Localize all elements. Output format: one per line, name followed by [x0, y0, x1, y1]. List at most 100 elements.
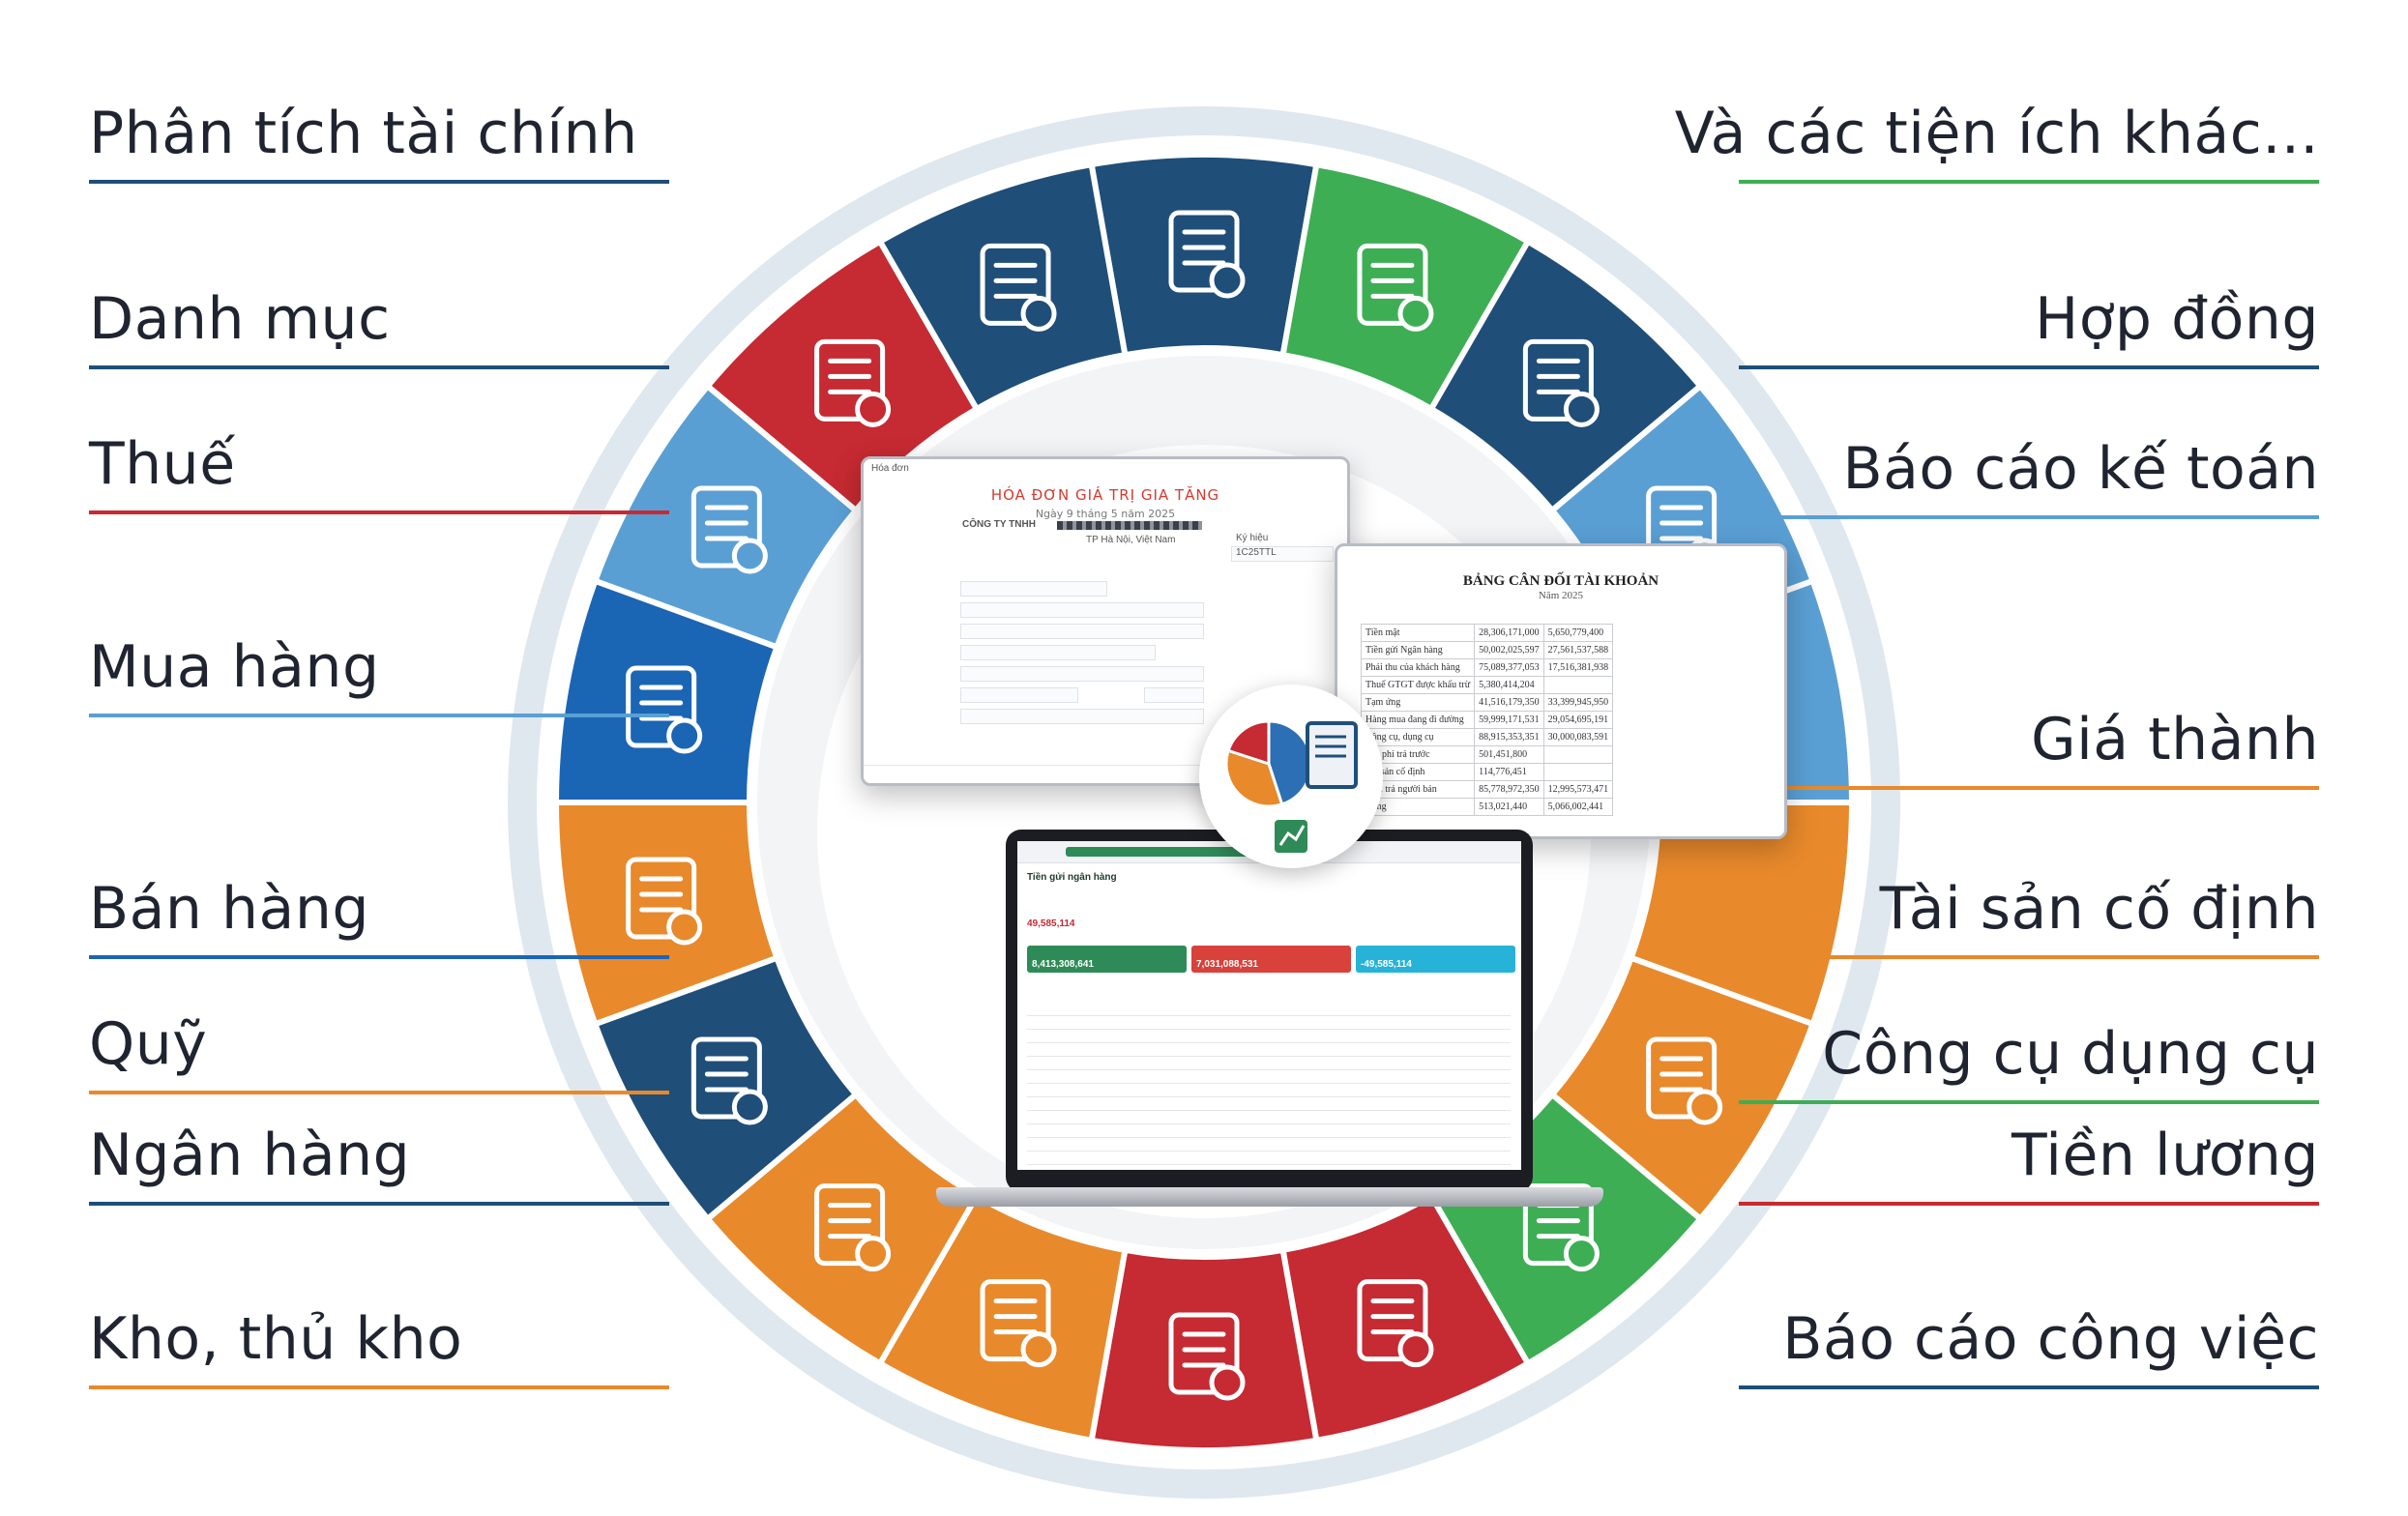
table-cell	[1542, 763, 1614, 781]
label-underline	[89, 1202, 669, 1206]
label-quy: Quỹ	[89, 1010, 208, 1078]
table-cell: 513,021,440	[1474, 798, 1544, 816]
list-item[interactable]	[1027, 1033, 1511, 1043]
label-underline	[89, 180, 669, 184]
invoice-field[interactable]	[960, 666, 1204, 682]
key-icon	[1646, 1036, 1723, 1125]
label-underline	[1739, 365, 2319, 369]
table-cell: 17,516,381,938	[1542, 658, 1614, 677]
warehouse-icon	[980, 1279, 1057, 1368]
label-tien-ich-khac: Và các tiện ích khác...	[1674, 100, 2319, 167]
shopping-cart-icon	[690, 485, 768, 574]
summary-card-value: -49,585,114	[1361, 959, 1412, 970]
label-tai-san-co-dinh: Tài sản cố định	[1879, 875, 2319, 943]
label-tien-luong: Tiền lương	[2011, 1122, 2319, 1189]
table-cell: 28,306,171,000	[1474, 624, 1544, 642]
etax-document-icon	[980, 243, 1057, 332]
invoice-field[interactable]	[960, 645, 1156, 660]
invoice-date: Ngày 9 tháng 5 năm 2025	[1035, 508, 1176, 520]
table-cell	[1542, 745, 1614, 764]
report-hub	[1199, 685, 1383, 868]
balance-sheet-title: BẢNG CÂN ĐỐI TÀI KHOẢN	[1462, 573, 1659, 589]
invoice-field[interactable]	[960, 624, 1204, 639]
table-cell: Phải thu của khách hàng	[1360, 658, 1476, 677]
list-item[interactable]	[1027, 1060, 1511, 1070]
document-check-icon	[1168, 1312, 1246, 1401]
table-cell: 27,561,537,588	[1542, 641, 1614, 659]
tax-document-icon	[814, 338, 892, 427]
redacted-bar	[1057, 521, 1202, 530]
summary-card-value: 8,413,308,641	[1032, 959, 1094, 970]
label-underline	[89, 955, 669, 959]
summary-card-green[interactable]: 8,413,308,641	[1027, 946, 1187, 973]
label-underline	[1739, 1100, 2319, 1104]
summary-card-red[interactable]: 7,031,088,531	[1191, 946, 1351, 973]
list-item[interactable]	[1027, 1127, 1511, 1138]
piggy-bank-icon	[626, 857, 703, 946]
label-underline	[1739, 1385, 2319, 1389]
label-danh-muc: Danh mục	[89, 285, 391, 353]
invoice-title: HÓA ĐƠN GIÁ TRỊ GIA TĂNG	[990, 486, 1220, 504]
invoice-field[interactable]	[960, 709, 1204, 724]
invoice-address: TP Hà Nội, Việt Nam	[1086, 535, 1176, 545]
table-cell: 33,399,945,950	[1542, 693, 1614, 712]
list-item[interactable]	[1027, 1141, 1511, 1152]
label-ban-hang: Bán hàng	[89, 875, 369, 943]
wheel-segment	[1088, 152, 1320, 359]
bank-safe-icon	[690, 1036, 768, 1125]
summary-card-cyan[interactable]: -49,585,114	[1356, 946, 1515, 973]
label-underline	[1739, 955, 2319, 959]
list-item[interactable]	[1027, 1073, 1511, 1084]
checklist-icon	[1168, 210, 1246, 299]
contract-pen-icon	[1522, 338, 1600, 427]
table-cell: 75,089,377,053	[1474, 658, 1544, 677]
label-cong-cu-dung-cu: Công cụ dụng cụ	[1822, 1020, 2319, 1088]
list-item[interactable]	[1027, 1114, 1511, 1124]
list-item[interactable]	[1027, 1087, 1511, 1097]
list-item[interactable]	[1027, 1019, 1511, 1030]
building-safe-icon	[1357, 1279, 1434, 1368]
table-cell	[1542, 676, 1614, 694]
label-underline	[89, 365, 669, 369]
table-cell: 5,066,002,441	[1542, 798, 1614, 816]
hub-graphic	[1224, 719, 1358, 853]
wheel-segment	[875, 160, 1129, 414]
invoice-field[interactable]	[960, 602, 1204, 618]
label-underline	[1739, 180, 2319, 184]
list-item[interactable]	[1027, 1100, 1511, 1111]
bank-page-title: Tiền gửi ngân hàng	[1027, 872, 1117, 883]
invoice-symbol-select[interactable]: 1C25TTL	[1231, 546, 1334, 562]
label-underline	[89, 510, 669, 514]
label-bao-cao-ke-toan: Báo cáo kế toán	[1842, 435, 2319, 503]
label-mua-hang: Mua hàng	[89, 633, 380, 701]
label-underline	[1739, 786, 2319, 790]
balance-sheet-subtitle: Năm 2025	[1538, 590, 1584, 601]
list-item[interactable]	[1027, 1006, 1511, 1016]
table-cell: Tiền gửi Ngân hàng	[1360, 641, 1476, 659]
table-cell: 30,000,083,591	[1542, 728, 1614, 746]
bank-app-screen: Tiền gửi ngân hàng 49,585,114 8,413,308,…	[1017, 841, 1521, 1170]
table-cell: 114,776,451	[1474, 763, 1544, 781]
table-cell: 5,380,414,204	[1474, 676, 1544, 694]
table-cell: 88,915,353,351	[1474, 728, 1544, 746]
list-item[interactable]	[1027, 1154, 1511, 1165]
table-cell: 85,778,972,350	[1474, 780, 1544, 799]
list-item[interactable]	[1027, 1046, 1511, 1057]
pie-chart	[1224, 719, 1313, 808]
invoice-window: Hóa đơn HÓA ĐƠN GIÁ TRỊ GIA TĂNG Ngày 9 …	[861, 456, 1350, 786]
app-search[interactable]	[1066, 847, 1259, 857]
invoice-field[interactable]	[1144, 687, 1204, 703]
pie-slice	[1226, 719, 1271, 767]
label-underline	[89, 714, 669, 717]
table-cell: Tiền mặt	[1360, 624, 1476, 642]
invoice-field[interactable]	[960, 581, 1107, 597]
invoice-field[interactable]	[960, 687, 1078, 703]
label-underline	[1739, 1202, 2319, 1206]
